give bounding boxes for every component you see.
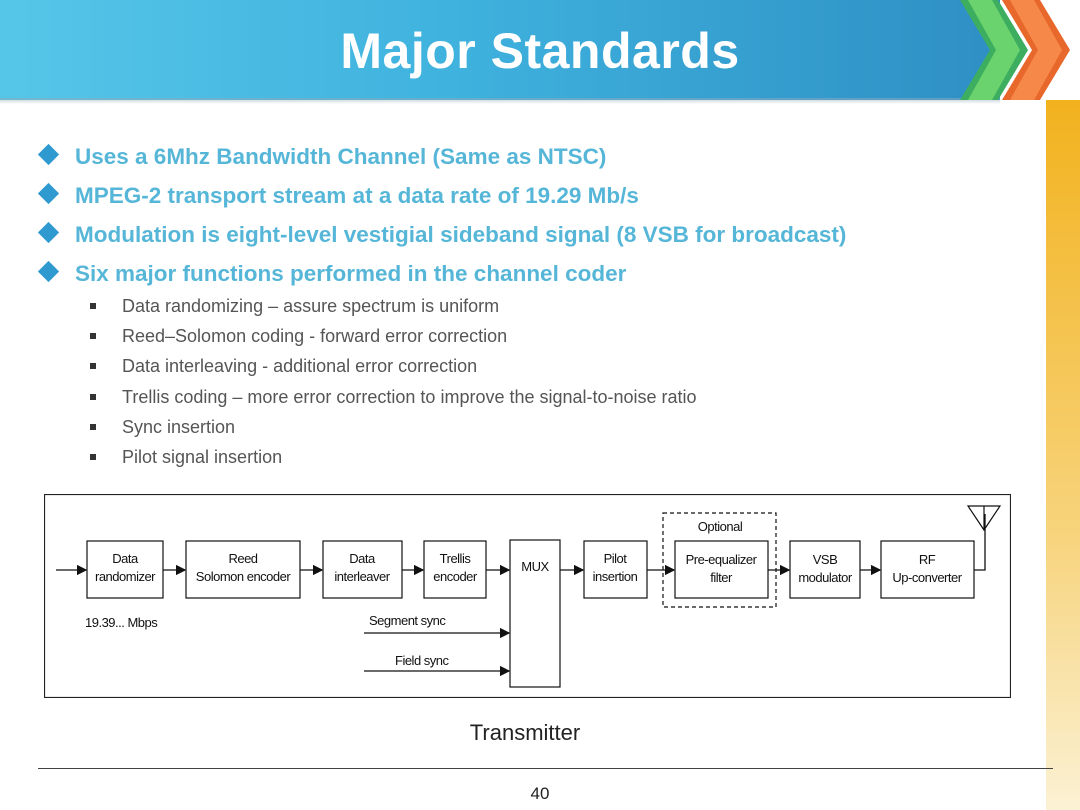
- banner-shadow: [0, 98, 1000, 104]
- block-label: Solomon encoder: [196, 569, 292, 584]
- bullet-item: Modulation is eight-level vestigial side…: [37, 218, 998, 257]
- sub-bullet-item: Trellis coding – more error correction t…: [84, 383, 697, 413]
- data-interleaver-block: [322, 540, 403, 599]
- bullet-item: MPEG-2 transport stream at a data rate o…: [37, 179, 998, 218]
- square-bullet-icon: [90, 333, 96, 340]
- data-randomizer-block: [86, 540, 164, 599]
- main-bullet-list: Uses a 6Mhz Bandwidth Channel (Same as N…: [37, 140, 998, 296]
- pilot-insertion-block: [583, 540, 648, 599]
- diamond-bullet-icon: [37, 182, 60, 205]
- block-label: Data: [112, 551, 139, 566]
- block-label: Up-converter: [892, 570, 962, 585]
- bullet-item: Uses a 6Mhz Bandwidth Channel (Same as N…: [37, 140, 998, 179]
- block-label: interleaver: [334, 569, 390, 584]
- block-label: Reed: [228, 551, 257, 566]
- mux-block: [509, 539, 561, 688]
- transmitter-block-diagram: Optional Data randomizer Reed Solomon en…: [44, 494, 1011, 698]
- square-bullet-icon: [90, 393, 96, 400]
- block-label: Pilot: [604, 551, 628, 566]
- sub-bullet-list: Data randomizing – assure spectrum is un…: [84, 292, 697, 473]
- square-bullet-icon: [90, 303, 96, 309]
- page-number: 40: [530, 784, 550, 803]
- signal-flow-arrows: [56, 514, 986, 677]
- block-label: Data: [349, 551, 376, 566]
- sub-bullet-item: Data randomizing – assure spectrum is un…: [84, 292, 697, 322]
- block-label: insertion: [593, 569, 638, 584]
- sub-bullet-item: Sync insertion: [84, 413, 697, 443]
- diagram-caption: Transmitter: [469, 720, 581, 745]
- slide-title: Major Standards: [340, 23, 740, 79]
- optional-dashed-frame: [662, 512, 777, 608]
- diamond-bullet-icon: [37, 143, 60, 166]
- square-bullet-icon: [90, 453, 96, 460]
- block-label: encoder: [433, 569, 478, 584]
- square-bullet-icon: [90, 363, 96, 370]
- block-label: Pre-equalizer: [686, 552, 758, 567]
- segment-sync-label: Segment sync: [369, 613, 446, 628]
- square-bullet-icon: [90, 423, 96, 430]
- data-rate-label: 19.39... Mbps: [85, 615, 158, 630]
- sub-bullet-item: Data interleaving - additional error cor…: [84, 352, 697, 382]
- block-label: VSB: [813, 552, 838, 567]
- sub-bullet-item: Reed–Solomon coding - forward error corr…: [84, 322, 697, 352]
- field-sync-label: Field sync: [395, 653, 450, 668]
- block-label: modulator: [798, 570, 852, 585]
- block-label: Trellis: [440, 551, 472, 566]
- diamond-bullet-icon: [37, 221, 60, 244]
- optional-label: Optional: [698, 519, 743, 534]
- reed-solomon-encoder-block: [185, 540, 301, 599]
- block-label: randomizer: [95, 569, 156, 584]
- block-label: MUX: [521, 559, 549, 574]
- rf-upconverter-block: [880, 540, 975, 599]
- trellis-encoder-block: [423, 540, 487, 599]
- title-banner: [0, 0, 1000, 100]
- chevron-decoration: [960, 0, 1070, 100]
- block-label: filter: [710, 570, 733, 585]
- sub-bullet-item: Pilot signal insertion: [84, 443, 697, 473]
- vsb-modulator-block: [789, 540, 861, 599]
- bullet-item: Six major functions performed in the cha…: [37, 257, 998, 296]
- diamond-bullet-icon: [37, 260, 60, 283]
- pre-equalizer-filter-block: [674, 540, 769, 599]
- block-label: RF: [919, 552, 936, 567]
- side-accent-bar: [1046, 100, 1080, 810]
- footer-divider: [38, 768, 1053, 769]
